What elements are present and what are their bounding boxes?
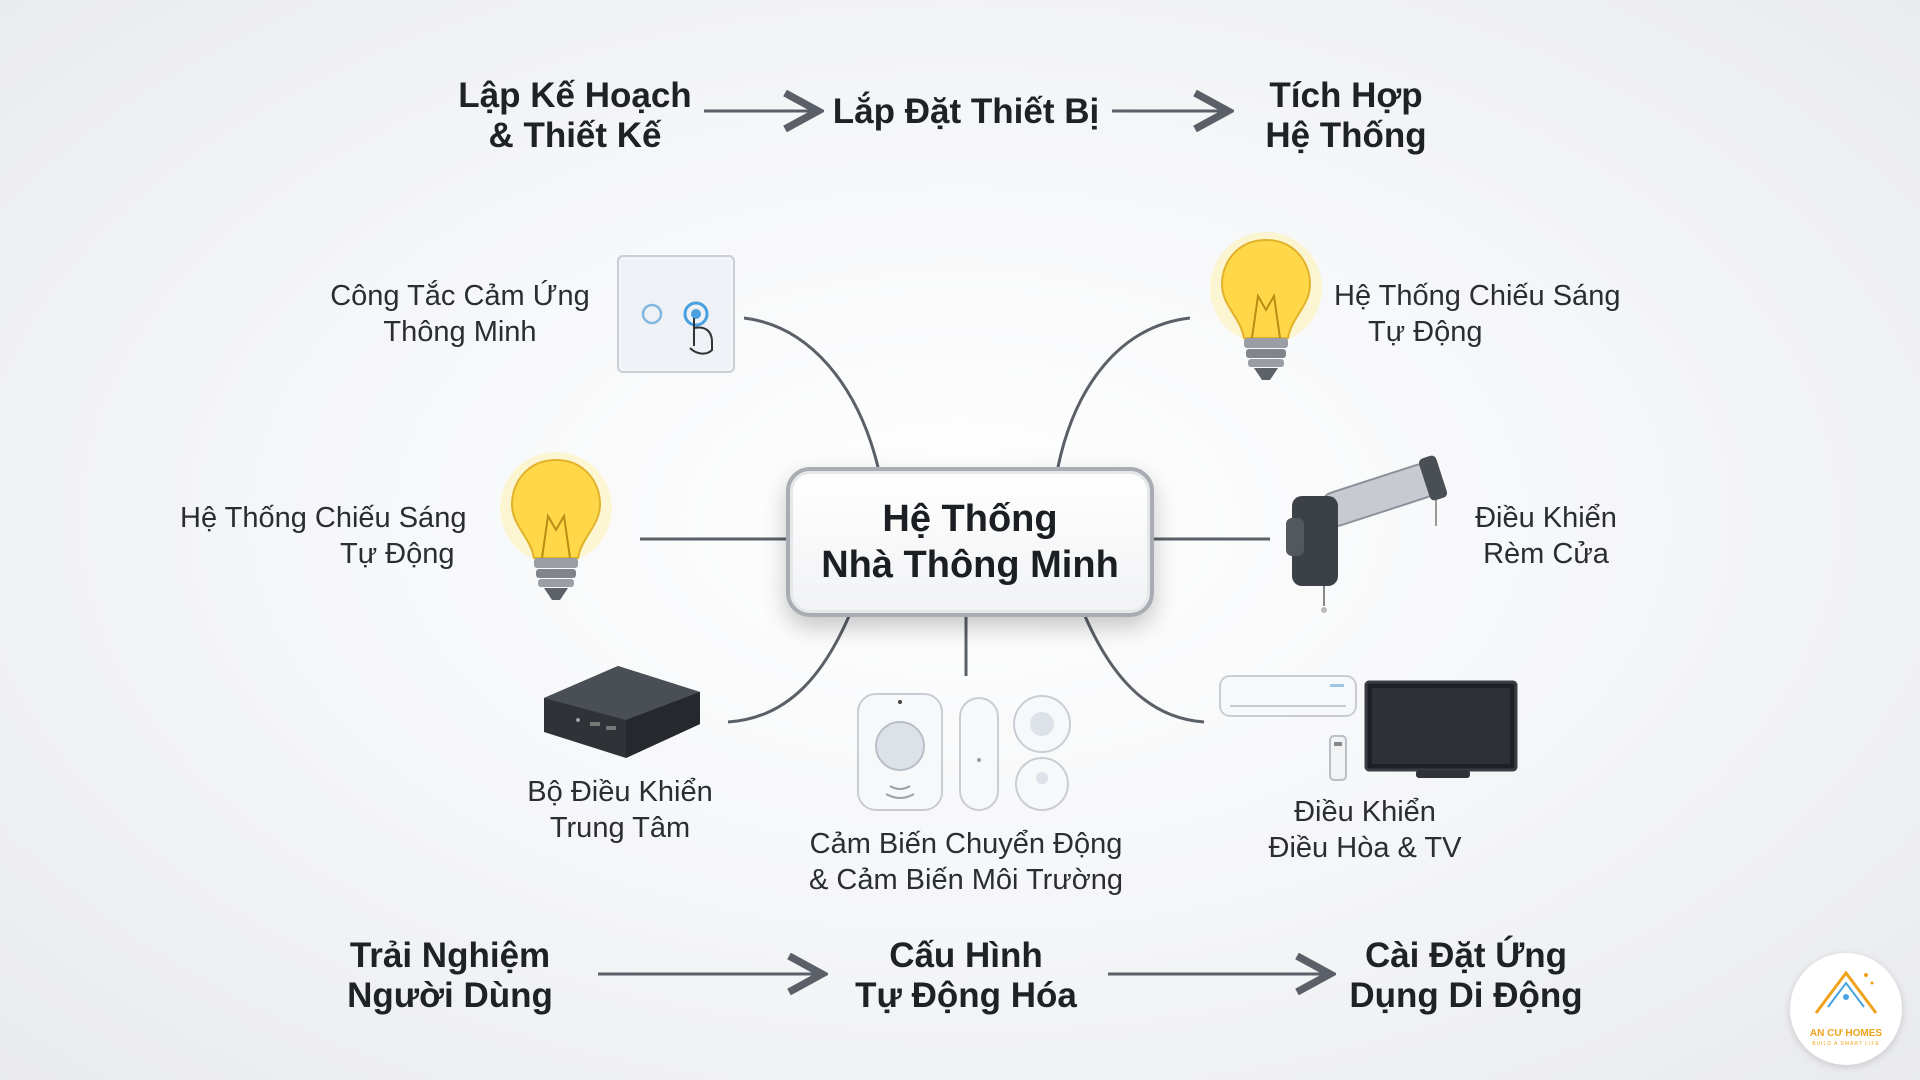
sensors-label: Cảm Biến Chuyển Động& Cảm Biến Môi Trườn…: [808, 828, 1124, 896]
central-node-line1: Hệ Thống: [882, 498, 1058, 540]
curtain-motor-icon: [1286, 455, 1448, 613]
process-arrows: [598, 111, 1330, 974]
house-logo-icon: [1814, 970, 1878, 1014]
motion-sensor-icon: [857, 693, 1071, 811]
ac-tv-icon: [1219, 675, 1518, 781]
brand-logo: AN CƯ HOMES BUILD A SMART LIFE: [1790, 953, 1902, 1065]
branch-touch-switch: [743, 316, 880, 468]
touch-switch-icon: [617, 255, 735, 373]
light-bulb-left-icon: [500, 452, 612, 600]
branch-ac-tv: [1080, 608, 1205, 724]
mindmap-branches: [640, 316, 1270, 724]
logo-tagline: BUILD A SMART LIFE: [1812, 1041, 1880, 1047]
central-node: Hệ Thống Nhà Thông Minh: [786, 467, 1154, 617]
branch-hub: [727, 608, 854, 724]
central-node-line2: Nhà Thông Minh: [821, 544, 1119, 586]
process-step-installation: Lắp Đặt Thiết Bị: [832, 92, 1100, 131]
branch-lighting-right: [1056, 316, 1191, 468]
logo-name: AN CƯ HOMES: [1809, 1028, 1883, 1039]
process-step-planning: Lập Kế Hoạch& Thiết Kế: [458, 76, 692, 155]
hub-device-icon: [544, 666, 700, 758]
light-bulb-right-icon: [1210, 232, 1322, 380]
